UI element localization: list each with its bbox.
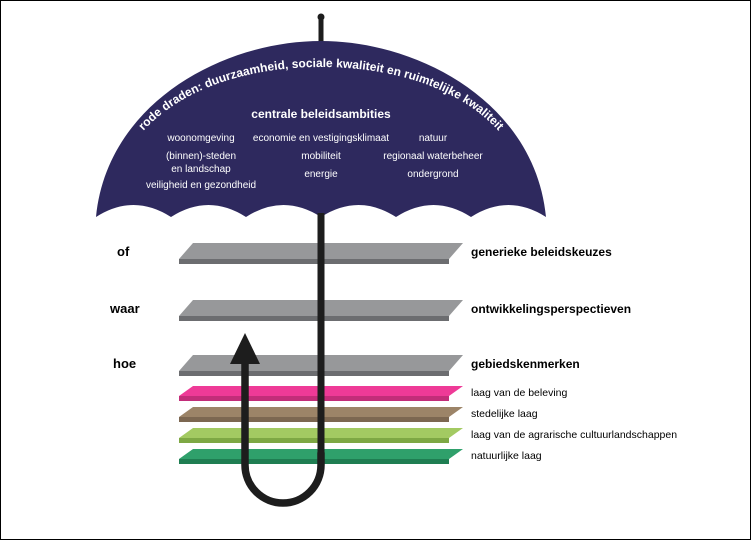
- umbrella-canopy: [96, 41, 546, 217]
- ambition-item-mobiliteit: mobiliteit: [301, 151, 341, 162]
- side-label-of: of: [117, 244, 130, 259]
- ambition-item-waterbeheer: regionaal waterbeheer: [383, 151, 483, 162]
- layer-label-beleving: laag van de beleving: [471, 387, 568, 399]
- layer-edge-1: [179, 259, 449, 264]
- layer-label-natuurlijk: natuurlijke laag: [471, 450, 542, 462]
- ambition-item-economie: economie en vestigingsklimaat: [252, 133, 390, 144]
- layer-label-stedelijk: stedelijke laag: [471, 408, 538, 420]
- layer-edge-5: [179, 417, 449, 422]
- layer-label-generieke-beleidskeuzes: generieke beleidskeuzes: [471, 245, 612, 259]
- ambition-item-energie: energie: [304, 169, 338, 180]
- layer-label-agrarisch: laag van de agrarische cultuurlandschapp…: [471, 429, 678, 441]
- ambition-item-veiligheid: veiligheid en gezondheid: [145, 180, 257, 191]
- layer-label-gebiedskenmerken: gebiedskenmerken: [471, 357, 580, 371]
- layer-edge-3: [179, 371, 449, 376]
- layer-edge-4: [179, 396, 449, 401]
- umbrella-heading: centrale beleidsambities: [251, 107, 391, 121]
- ambition-item-binnensteden: (binnen)-steden en landschap: [165, 151, 237, 175]
- layer-label-ontwikkelingsperspectieven: ontwikkelingsperspectieven: [471, 302, 632, 316]
- ambition-item-ondergrond: ondergrond: [407, 169, 459, 180]
- layer-edge-2: [179, 316, 449, 321]
- ambition-item-woonomgeving: woonomgeving: [167, 133, 235, 144]
- layer-edge-7: [179, 459, 449, 464]
- up-arrow-head-icon: [230, 333, 260, 364]
- side-label-hoe: hoe: [113, 356, 137, 371]
- umbrella-handle-arrow-shaft: [241, 357, 325, 507]
- side-label-waar: waar: [110, 301, 140, 316]
- ambition-item-natuur: natuur: [418, 133, 448, 144]
- layer-edge-6: [179, 438, 449, 443]
